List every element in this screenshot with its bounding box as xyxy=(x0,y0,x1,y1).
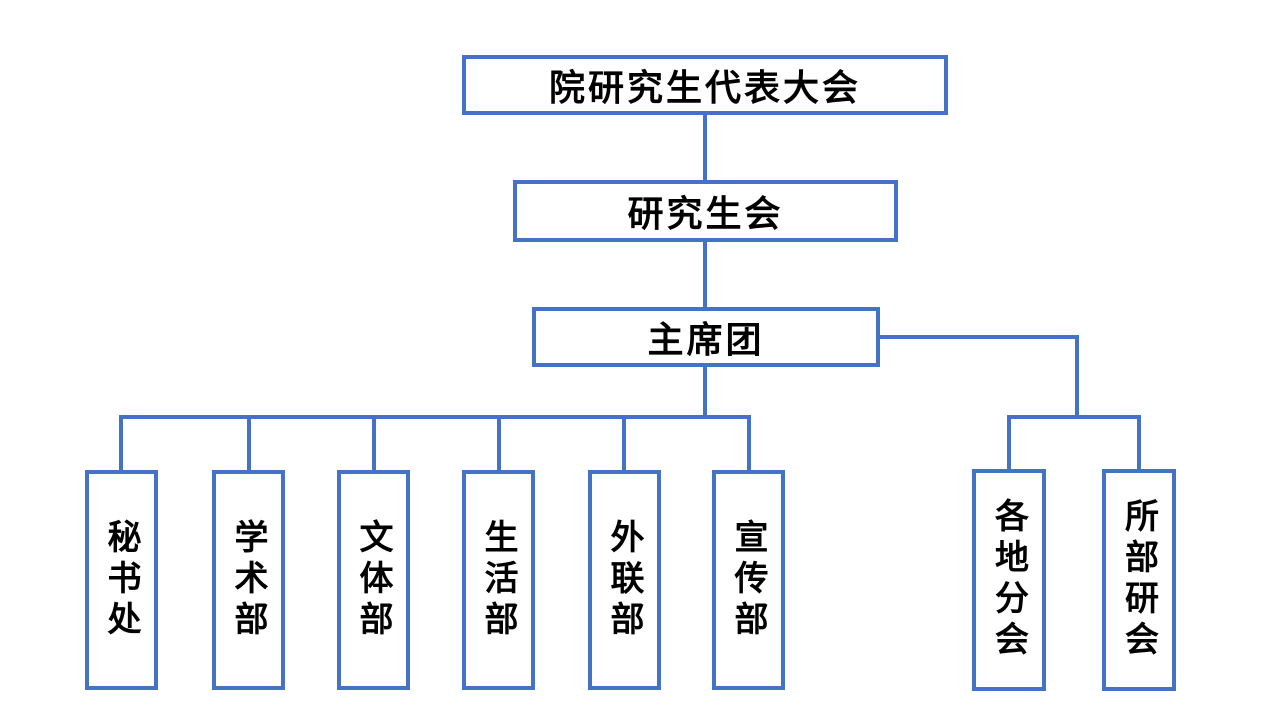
node-dept-external-liaison: 外联部 xyxy=(588,470,661,690)
connector-presidium-branches-vertical xyxy=(1075,335,1079,419)
connector-drop-regional-branches xyxy=(1007,415,1011,469)
node-presidium-label: 主席团 xyxy=(647,319,765,360)
connector-presidium-departments-stem xyxy=(703,367,707,419)
connector-union-presidium xyxy=(703,242,707,307)
node-dept-academic-label: 学术部 xyxy=(229,518,267,642)
node-dept-culture-sports: 文体部 xyxy=(337,470,410,690)
node-dept-publicity-label: 宣传部 xyxy=(729,518,767,642)
connector-drop-institute-associations xyxy=(1137,415,1141,469)
connector-drop-academic xyxy=(247,415,251,470)
connector-drop-secretariat xyxy=(119,415,123,470)
node-regional-branches: 各地分会 xyxy=(972,469,1046,691)
connector-drop-publicity xyxy=(747,415,751,470)
node-graduate-congress-label: 院研究生代表大会 xyxy=(548,67,861,108)
node-graduate-congress: 院研究生代表大会 xyxy=(462,55,948,115)
connector-drop-culture-sports xyxy=(372,415,376,470)
connector-branches-bus xyxy=(1007,415,1141,419)
node-graduate-union: 研究生会 xyxy=(513,180,898,242)
connector-departments-bus xyxy=(119,415,751,419)
node-institute-associations-label: 所部研会 xyxy=(1119,498,1158,662)
node-dept-life: 生活部 xyxy=(462,470,535,690)
node-dept-secretariat: 秘书处 xyxy=(85,470,158,690)
node-dept-publicity: 宣传部 xyxy=(712,470,785,690)
node-institute-associations: 所部研会 xyxy=(1102,469,1176,691)
node-presidium: 主席团 xyxy=(532,307,880,367)
node-dept-external-liaison-label: 外联部 xyxy=(605,518,643,642)
node-dept-life-label: 生活部 xyxy=(479,518,517,642)
node-regional-branches-label: 各地分会 xyxy=(989,498,1028,662)
node-dept-secretariat-label: 秘书处 xyxy=(102,518,140,642)
connector-congress-union xyxy=(703,115,707,180)
connector-drop-external-liaison xyxy=(622,415,626,470)
connector-presidium-branches-horizontal xyxy=(880,335,1079,339)
node-dept-culture-sports-label: 文体部 xyxy=(354,518,392,642)
node-dept-academic: 学术部 xyxy=(212,470,285,690)
connector-drop-life xyxy=(497,415,501,470)
node-graduate-union-label: 研究生会 xyxy=(627,193,784,234)
